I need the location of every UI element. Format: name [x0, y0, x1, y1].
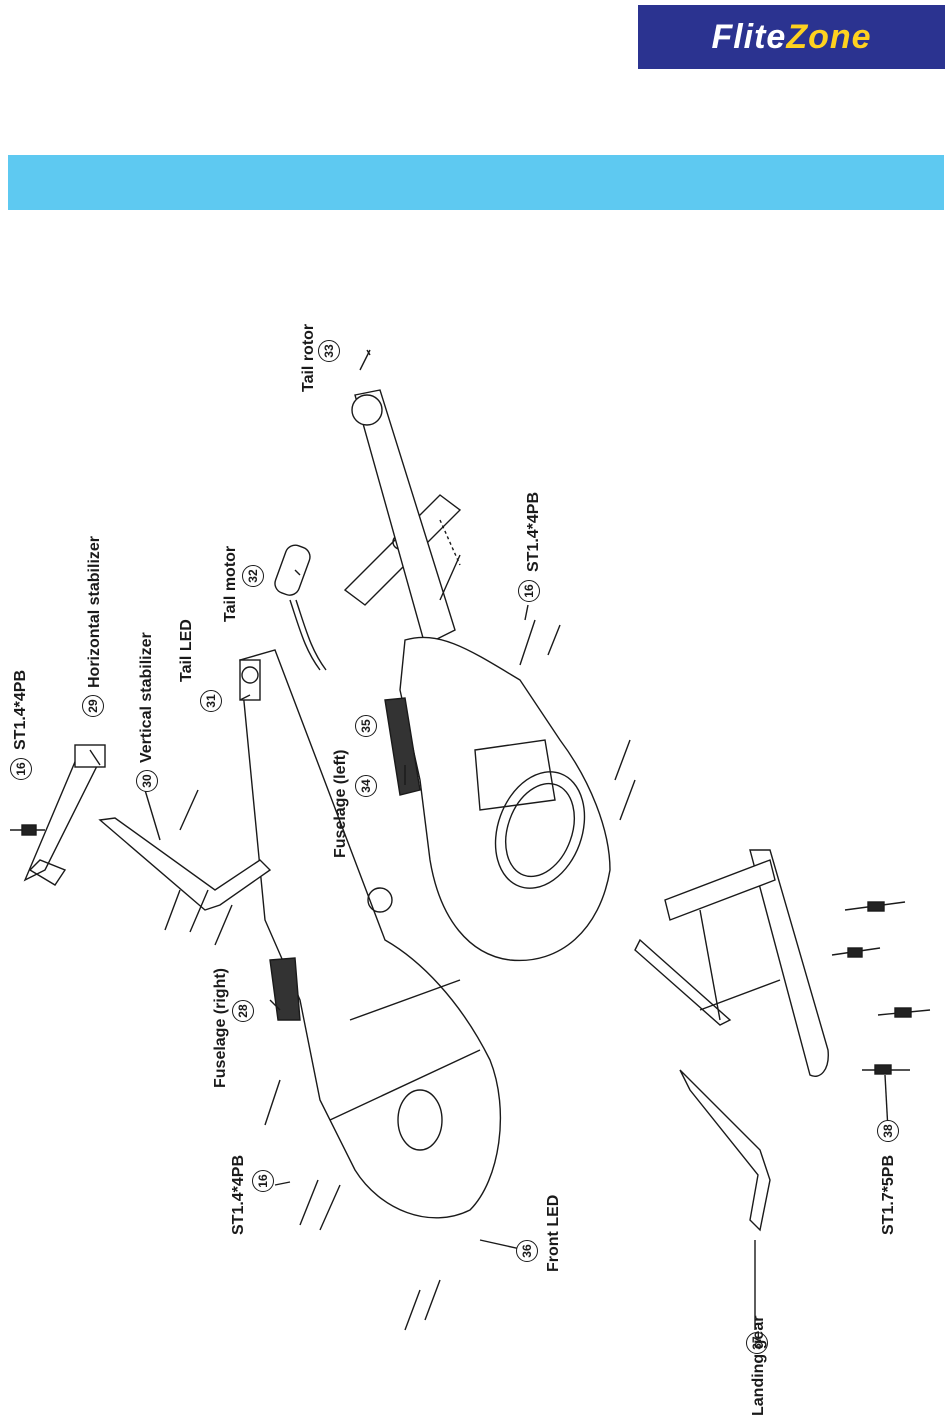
flitezone-logo: FliteZone [638, 5, 945, 69]
callout-number-34: 34 [355, 775, 377, 797]
callout-number-31: 31 [200, 690, 222, 712]
callout-label-screw-top: ST1.4*4PB [12, 670, 30, 750]
callout-number-28: 28 [232, 1000, 254, 1022]
logo-text-zone: Zone [786, 18, 871, 56]
callout-label-horizontal-stabilizer: Horizontal stabilizer [86, 536, 104, 688]
callout-label-tail-led: Tail LED [178, 619, 196, 682]
callout-label-fuselage-right: Fuselage (right) [212, 968, 230, 1088]
tail-motor-drawing [272, 542, 326, 670]
callout-label-tail-motor: Tail motor [222, 546, 240, 622]
callout-number-33: 33 [318, 340, 340, 362]
horizontal-stabilizer-drawing [25, 745, 105, 885]
callout-number-29: 29 [82, 695, 104, 717]
exploded-parts-diagram: 16 ST1.4*4PB 29 Horizontal stabilizer 30… [0, 220, 950, 1425]
callout-label-screw-left: ST1.4*4PB [525, 492, 543, 572]
callout-number-35: 35 [355, 715, 377, 737]
exploded-view-drawing [0, 220, 950, 1425]
landing-gear-drawing [635, 850, 828, 1230]
callout-label-front-led: Front LED [545, 1195, 563, 1272]
callout-number-16-right: 16 [252, 1170, 274, 1192]
callout-label-screw-gear: ST1.7*5PB [880, 1155, 898, 1235]
callout-number-16-top: 16 [10, 758, 32, 780]
callout-number-36: 36 [516, 1240, 538, 1262]
callout-label-tail-rotor: Tail rotor [300, 324, 318, 392]
callout-number-30: 30 [136, 770, 158, 792]
callout-label-vertical-stabilizer: Vertical stabilizer [138, 632, 156, 763]
logo-text-flite: Flite [711, 18, 786, 56]
callout-label-screw-right: ST1.4*4PB [230, 1155, 248, 1235]
tail-led-drawing [240, 660, 260, 700]
vertical-stabilizer-drawing [100, 818, 270, 910]
callout-number-38: 38 [877, 1120, 899, 1142]
callout-label-fuselage-left: Fuselage (left) [332, 750, 350, 858]
callout-number-16-left: 16 [518, 580, 540, 602]
section-header-band [8, 155, 944, 210]
callout-label-landing-gear: Landing gear [750, 1316, 768, 1416]
callout-number-32: 32 [242, 565, 264, 587]
fuselage-left-drawing [352, 390, 610, 960]
